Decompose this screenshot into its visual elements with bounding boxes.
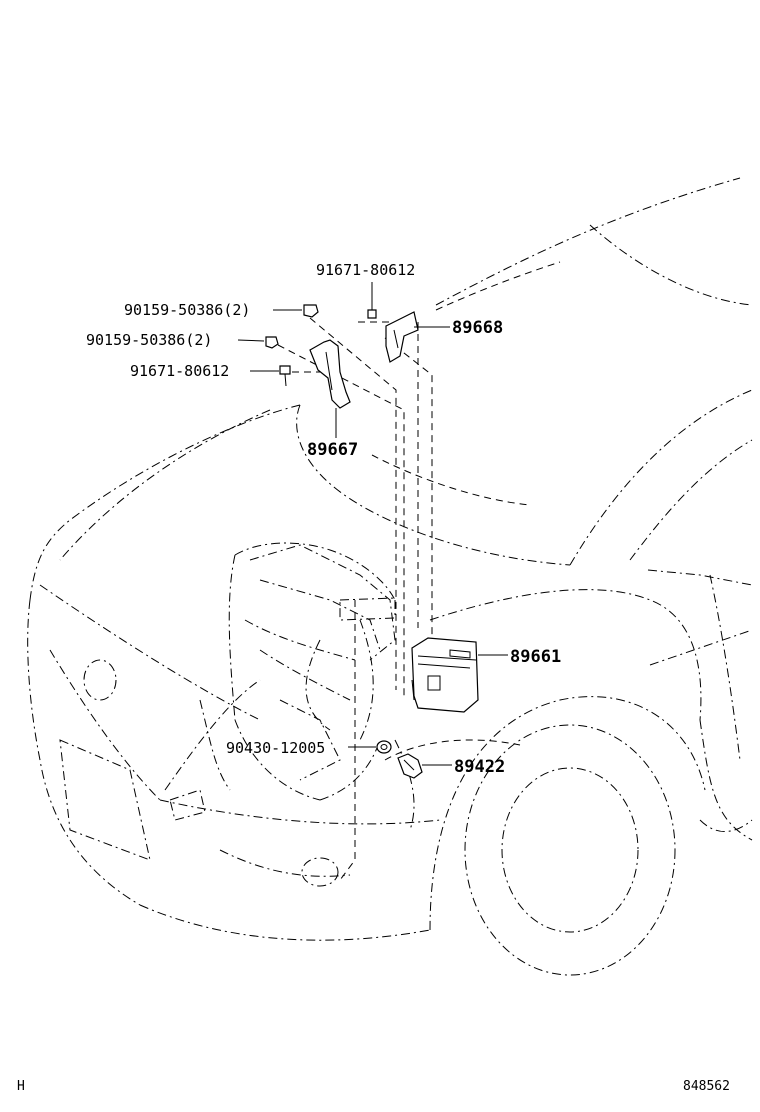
part-label-90159-b: 90159-50386(2) xyxy=(86,331,212,349)
part-label-89668: 89668 xyxy=(452,318,503,338)
bracket-89667-icon xyxy=(309,339,351,438)
leader-lines xyxy=(237,309,508,766)
bolt-91671-mid-icon xyxy=(279,365,291,387)
part-label-91671-mid: 91671-80612 xyxy=(130,362,229,380)
vehicle-outline xyxy=(27,177,753,976)
sensor-89422-icon xyxy=(397,753,423,779)
footer-left-code: H xyxy=(17,1079,25,1094)
relation-lines xyxy=(277,317,531,881)
part-label-90159-a: 90159-50386(2) xyxy=(124,301,250,319)
part-label-89422: 89422 xyxy=(454,757,505,777)
engine-outline xyxy=(199,542,415,831)
part-label-89667: 89667 xyxy=(307,440,358,460)
washer-90430-icon xyxy=(376,740,392,754)
bracket-89668-icon xyxy=(385,311,419,363)
bolt-91671-top-icon xyxy=(367,282,377,319)
part-label-91671-top: 91671-80612 xyxy=(316,261,415,279)
part-label-89661: 89661 xyxy=(510,647,561,667)
diagram-id: 848562 xyxy=(683,1079,730,1094)
ecu-89661-icon xyxy=(411,637,479,713)
nut-90159-b-icon xyxy=(265,336,279,349)
nut-90159-a-icon xyxy=(303,304,319,318)
part-label-90430: 90430-12005 xyxy=(226,739,325,757)
